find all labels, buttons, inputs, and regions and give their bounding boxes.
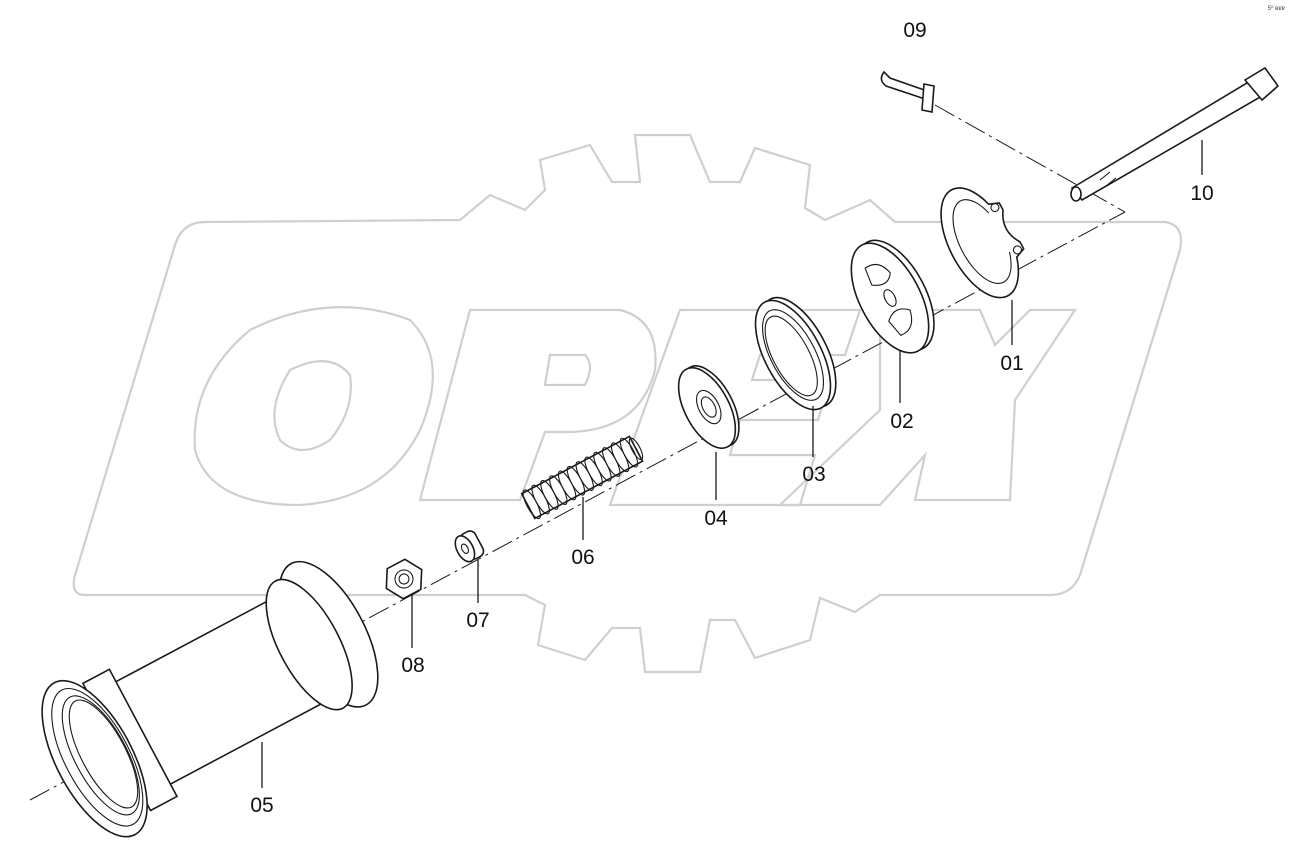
callout-03: 03 xyxy=(802,463,825,486)
part-04-cup-washer xyxy=(677,365,740,449)
gear-outline xyxy=(72,133,1183,674)
part-05-sleeve xyxy=(41,560,379,838)
part-06-spring xyxy=(520,435,644,520)
watermark-letters xyxy=(193,306,1078,507)
watermark-letter-o xyxy=(193,306,434,507)
watermark-letter-p xyxy=(418,308,657,502)
callout-05: 05 xyxy=(250,794,273,817)
part-09-cotter-pin xyxy=(880,70,935,113)
part-01-snap-ring xyxy=(940,187,1025,299)
part-02-slotted-disc xyxy=(850,239,935,354)
callout-01: 01 xyxy=(1000,352,1023,375)
callout-10: 10 xyxy=(1190,182,1213,205)
callout-07: 07 xyxy=(466,609,489,632)
part-10-shaft xyxy=(1070,66,1280,202)
callout-labels: 01 02 03 04 05 06 07 08 09 10 xyxy=(250,19,1213,817)
watermark-letter-x xyxy=(777,308,1078,507)
opex-watermark xyxy=(72,133,1183,674)
callout-06: 06 xyxy=(571,546,594,569)
part-07-washer xyxy=(454,530,485,563)
leader-lines xyxy=(261,140,1203,788)
part-03-bearing-ring xyxy=(754,296,837,411)
callout-09: 09 xyxy=(903,19,926,42)
corner-mark: 5⁰ ʙɐɐ xyxy=(1268,5,1286,12)
callout-08: 08 xyxy=(401,654,424,677)
part-08-hex-nut xyxy=(385,558,423,600)
callout-02: 02 xyxy=(890,410,913,433)
callout-04: 04 xyxy=(704,507,728,530)
